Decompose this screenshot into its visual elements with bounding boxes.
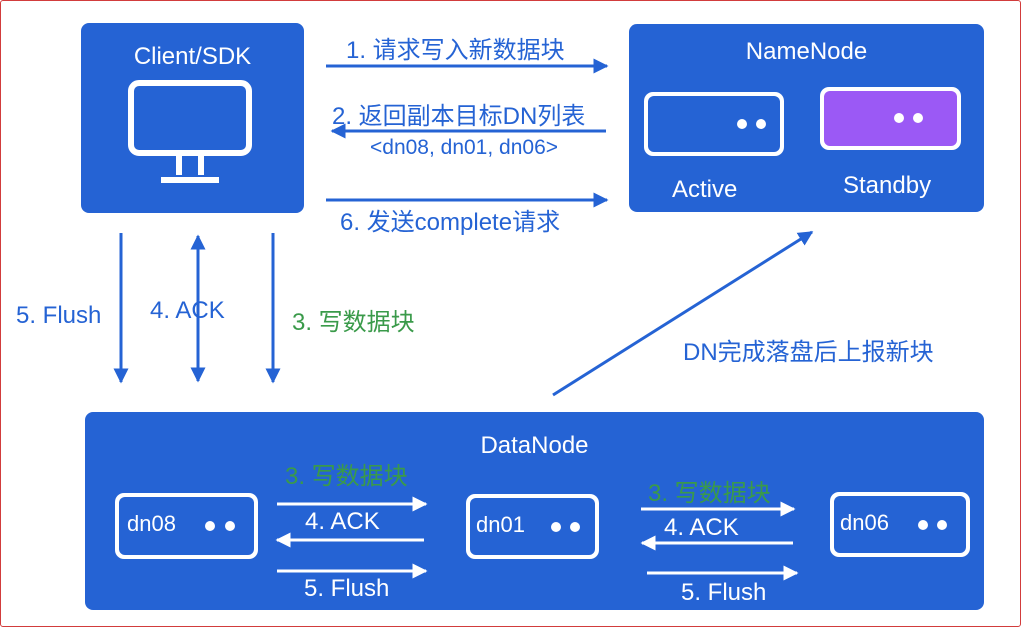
indicator-dot-icon	[913, 113, 923, 123]
dn01-label: dn01	[476, 512, 525, 537]
indicator-dot-icon	[756, 119, 766, 129]
datanode-title: DataNode	[480, 432, 589, 459]
step6-label: 6. 发送complete请求	[340, 209, 561, 236]
indicator-dot-icon	[894, 113, 904, 123]
active-label: Active	[672, 176, 738, 203]
dn01-flush-label: 5. Flush	[681, 579, 767, 606]
dn08-label: dn08	[127, 511, 176, 536]
client-box: Client/SDK	[81, 23, 304, 213]
monitor-icon	[128, 80, 252, 183]
indicator-dot-icon	[737, 119, 747, 129]
dn01-ack-label: 4. ACK	[664, 514, 739, 541]
write-label: 3. 写数据块	[292, 309, 415, 336]
dn06-label: dn06	[840, 510, 889, 535]
indicator-dot-icon	[551, 522, 561, 532]
dn08-write-label: 3. 写数据块	[285, 463, 408, 490]
indicator-dot-icon	[225, 521, 235, 531]
dn08-flush-label: 5. Flush	[304, 575, 390, 602]
datanode-dn06: dn06	[830, 492, 970, 557]
indicator-dot-icon	[937, 520, 947, 530]
report-label: DN完成落盘后上报新块	[683, 339, 934, 366]
standby-server-body	[824, 91, 957, 146]
namenode-title: NameNode	[745, 38, 868, 65]
indicator-dot-icon	[918, 520, 928, 530]
namenode-active-server	[644, 92, 784, 156]
dn01-write-label: 3. 写数据块	[648, 480, 771, 507]
datanode-dn01: dn01	[466, 494, 599, 559]
dn08-ack-label: 4. ACK	[305, 508, 380, 535]
step2-label: 2. 返回副本目标DN列表	[332, 103, 586, 130]
namenode-standby-server	[820, 87, 961, 150]
standby-label: Standby	[843, 172, 932, 199]
ack-label: 4. ACK	[150, 297, 225, 324]
indicator-dot-icon	[205, 521, 215, 531]
step1-label: 1. 请求写入新数据块	[346, 37, 565, 64]
flush-label: 5. Flush	[16, 302, 102, 329]
datanode-dn08: dn08	[115, 493, 258, 559]
step2-list-label: <dn08, dn01, dn06>	[370, 136, 559, 159]
namenode-box: NameNode Active Standby	[629, 24, 984, 212]
client-title: Client/SDK	[133, 43, 252, 70]
arrow-report	[552, 230, 814, 397]
indicator-dot-icon	[570, 522, 580, 532]
datanode-box: DataNode dn08 dn01 dn06	[85, 412, 984, 610]
